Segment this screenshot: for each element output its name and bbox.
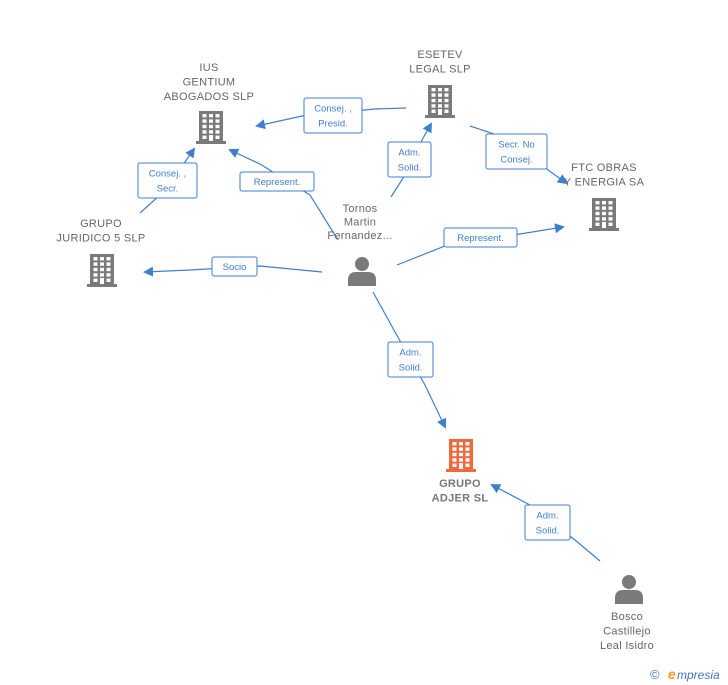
node-label: GRUPO: [80, 218, 122, 230]
edge-tornos-to-ius: Represent.: [228, 148, 339, 241]
node-label: ADJER SL: [432, 493, 489, 505]
copyright-symbol: ©: [650, 667, 660, 682]
node-ius[interactable]: IUS GENTIUM ABOGADOS SLP: [164, 62, 254, 144]
edge-label-text: Secr. No: [498, 140, 534, 151]
nodes-layer: IUS GENTIUM ABOGADOS SLP ESETEV LEGAL SLP FTC…: [56, 49, 654, 652]
edge-esetev-to-ftc: Secr. No Consej.: [469, 125, 568, 185]
node-ftc[interactable]: FTC OBRAS Y ENERGIA SA: [564, 162, 645, 231]
node-label: Martin: [344, 217, 376, 229]
node-label: FTC OBRAS: [571, 162, 637, 174]
edge-tornos-to-adjer: Adm. Solid.: [372, 291, 447, 429]
edge-arrow: [228, 148, 339, 241]
edge-tornos-to-ftc: Represent.: [396, 223, 565, 266]
brand-name: mpresia: [677, 668, 720, 682]
node-label: LEGAL SLP: [409, 64, 471, 76]
node-label: Castillejo: [603, 626, 651, 638]
building-icon[interactable]: [87, 254, 117, 287]
person-icon[interactable]: [348, 257, 376, 286]
edge-tornos-to-esetev: Adm. Solid.: [387, 122, 432, 198]
node-label: Leal Isidro: [600, 640, 654, 652]
node-label: GENTIUM: [183, 77, 236, 89]
empresia-logo: © e mpresia: [650, 666, 720, 682]
edges-layer: Consej. , Presid. Consej. , Secr. Represent.…: [137, 97, 601, 562]
edge-label-text: Adm.: [399, 348, 421, 359]
edge-label-text: Consej.: [500, 155, 532, 166]
building-icon[interactable]: [446, 439, 476, 472]
edge-label-box[interactable]: [387, 341, 434, 378]
node-label: ESETEV: [417, 49, 463, 61]
brand-initial: e: [668, 666, 676, 682]
node-esetev[interactable]: ESETEV LEGAL SLP: [409, 49, 471, 118]
node-tornos[interactable]: TornosMartinFernandez...: [327, 203, 392, 286]
edge-label-box[interactable]: [211, 256, 258, 277]
edge-grupo_juridico-to-ius: Consej. , Secr.: [137, 147, 198, 214]
edge-label-text: Solid.: [398, 163, 422, 174]
node-label: Fernandez...: [327, 230, 392, 242]
edge-label-text: Solid.: [536, 526, 560, 537]
edge-esetev-to-ius: Consej. , Presid.: [255, 97, 407, 134]
node-label: JURIDICO 5 SLP: [56, 233, 145, 245]
node-adjer[interactable]: GRUPO ADJER SL: [432, 439, 489, 505]
edge-label-text: Consej. ,: [149, 169, 187, 180]
node-label: ABOGADOS SLP: [164, 91, 254, 103]
edge-label-box[interactable]: [485, 133, 548, 170]
node-grupo-juridico[interactable]: GRUPO JURIDICO 5 SLP: [56, 218, 145, 287]
building-icon[interactable]: [196, 111, 226, 144]
edge-label-box[interactable]: [137, 162, 198, 199]
edge-label-box[interactable]: [443, 227, 518, 248]
edge-label-text: Represent.: [457, 233, 503, 244]
node-label: GRUPO: [439, 478, 481, 490]
edge-label-box[interactable]: [303, 97, 363, 134]
node-label: Bosco: [611, 611, 643, 623]
building-icon[interactable]: [589, 198, 619, 231]
node-label: IUS: [199, 62, 218, 74]
edge-label-text: Secr.: [157, 184, 179, 195]
node-label: Y ENERGIA SA: [564, 177, 645, 189]
edge-bosco-to-adjer: Adm. Solid.: [490, 484, 601, 562]
edge-label-text: Consej. ,: [314, 104, 352, 115]
edge-label-text: Adm.: [398, 148, 420, 159]
edge-label-text: Adm.: [536, 511, 558, 522]
node-label: Tornos: [343, 203, 378, 215]
edge-label-text: Socio: [223, 262, 247, 273]
edge-tornos-to-grupo_juridico: Socio: [143, 256, 323, 277]
edge-label-text: Represent.: [254, 177, 300, 188]
edge-label-text: Presid.: [318, 119, 348, 130]
edge-label-box[interactable]: [239, 171, 315, 192]
person-icon[interactable]: [615, 575, 643, 604]
edge-label-box[interactable]: [387, 141, 432, 178]
edge-label-text: Solid.: [399, 363, 423, 374]
edge-label-box[interactable]: [524, 504, 571, 541]
building-icon[interactable]: [425, 85, 455, 118]
